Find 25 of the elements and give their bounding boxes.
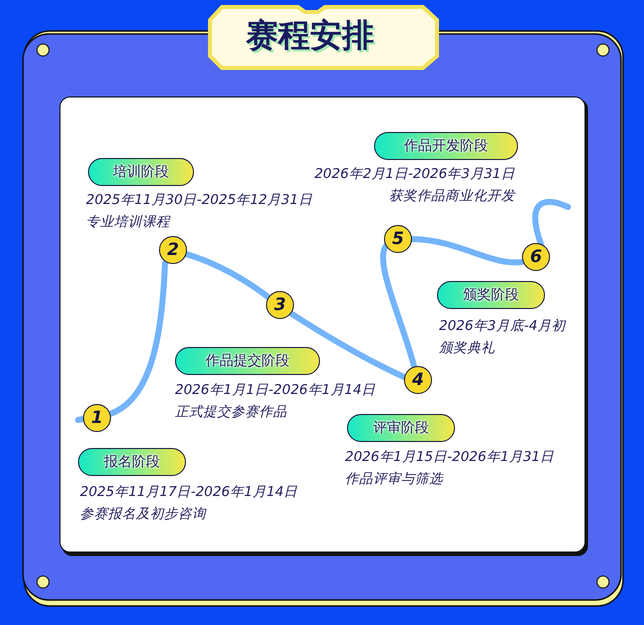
date-range: 2026年2月1日-2026年3月31日	[314, 166, 515, 182]
timeline-curve	[107, 260, 168, 417]
timeline-curve	[532, 198, 571, 247]
timeline-curve	[183, 251, 271, 300]
stage-pill: 报名阶段	[78, 448, 186, 476]
date-range: 2025年11月30日-2025年12月31日	[86, 192, 312, 208]
stage-pill: 作品提交阶段	[175, 347, 320, 375]
stage-pill: 颁奖阶段	[437, 281, 545, 309]
date-range: 2026年3月底-4月初	[439, 318, 566, 334]
stage-description: 颁奖典礼	[439, 340, 495, 356]
stage-pill: 评审阶段	[347, 414, 455, 442]
date-range: 2026年1月15日-2026年1月31日	[345, 449, 554, 465]
timeline-curve	[75, 416, 86, 423]
stage-description: 作品评审与筛选	[345, 471, 443, 487]
date-range: 2026年1月1日-2026年1月14日	[175, 382, 376, 398]
stage-description: 参赛报名及初步咨询	[80, 506, 206, 522]
stage-description: 专业培训课程	[86, 214, 170, 230]
timeline-curve	[380, 243, 417, 369]
stage-description: 获奖作品商业化开发	[389, 188, 515, 204]
date-range: 2025年11月17日-2026年1月14日	[80, 484, 298, 500]
stage-description: 正式提交参赛作品	[175, 404, 287, 420]
title: 赛程安排	[246, 15, 374, 56]
stage-pill: 作品开发阶段	[374, 132, 518, 160]
timeline-curve	[289, 311, 407, 380]
stage-pill: 培训阶段	[88, 158, 194, 186]
